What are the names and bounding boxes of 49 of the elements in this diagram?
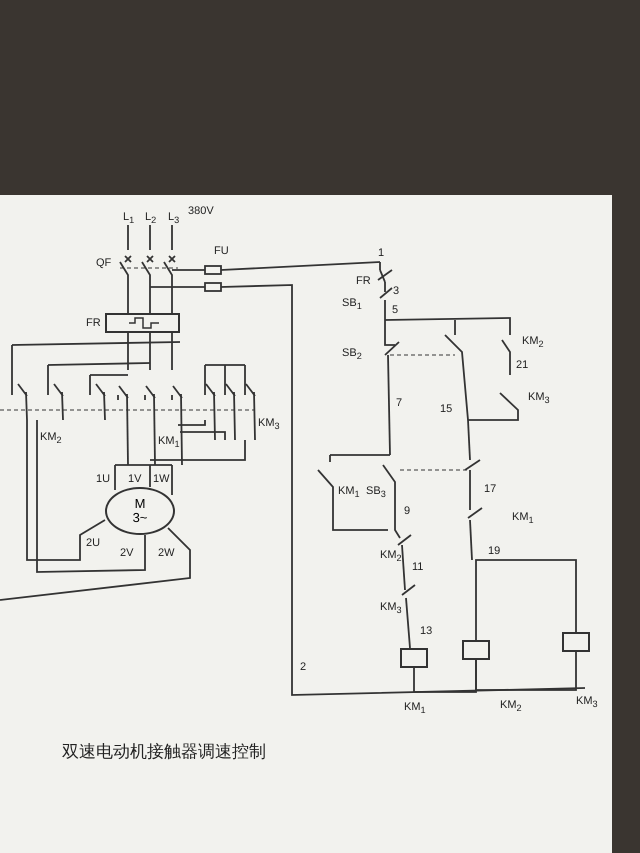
wire-number: 19: [488, 546, 500, 557]
component-label: FR: [356, 276, 371, 287]
component-label: FU: [214, 246, 229, 257]
component-label: KM$_{2}$: [500, 700, 522, 714]
component-label: 2V: [120, 548, 134, 559]
component-label: KM$_{2}$: [40, 432, 62, 446]
motor-symbol-text: M 3~: [132, 496, 148, 526]
wire: [475, 652, 577, 691]
wire-number: 2: [300, 662, 306, 673]
wire-number: 7: [396, 398, 402, 409]
component-label: SB$_{1}$: [342, 298, 362, 312]
component-label: KM$_{3}$: [576, 696, 598, 710]
wire-number: 17: [484, 484, 496, 495]
component-label: 380V: [188, 206, 214, 217]
component-label: FR: [86, 318, 101, 329]
component-label: 1V: [128, 474, 142, 485]
component-label: 2W: [158, 548, 174, 559]
coil-box: [400, 648, 428, 668]
component-label: KM$_{3}$: [528, 392, 550, 406]
component-label: SB$_{2}$: [342, 348, 362, 362]
component-label: KM$_{3}$: [380, 602, 402, 616]
component-label: KM$_{1}$: [512, 512, 534, 526]
component-label: KM$_{1}$: [404, 702, 426, 716]
diagram-title: 双速电动机接触器调速控制: [62, 741, 266, 763]
wire-number: 21: [516, 360, 528, 371]
component-label: KM$_{1}$: [338, 486, 360, 500]
component-label: 1W: [153, 474, 170, 485]
component-label: L$_{1}$: [123, 212, 134, 226]
wire: [475, 559, 577, 640]
wire-number: 5: [392, 305, 398, 316]
coil-box: [562, 632, 590, 652]
component-label: 1U: [96, 474, 110, 485]
component-label: L$_{3}$: [168, 212, 180, 226]
wire-number: 15: [440, 404, 452, 415]
component-label: KM$_{2}$: [522, 336, 544, 350]
wire-number: 3: [393, 286, 400, 297]
wire-number: 11: [412, 562, 424, 573]
component-label: KM$_{2}$: [380, 550, 402, 564]
coil-box: [462, 640, 490, 660]
wire-number: 1: [378, 248, 384, 259]
component-label: SB$_{3}$: [366, 486, 386, 500]
component-label: QF: [96, 258, 112, 269]
component-label: 2U: [86, 538, 100, 549]
thermal-relay-box: [105, 313, 180, 333]
component-label: KM$_{3}$: [258, 418, 280, 432]
component-label: L$_{2}$: [145, 212, 156, 226]
wire-number: 13: [420, 626, 432, 637]
component-label: KM$_{1}$: [158, 436, 180, 450]
wire-number: 9: [404, 506, 410, 517]
